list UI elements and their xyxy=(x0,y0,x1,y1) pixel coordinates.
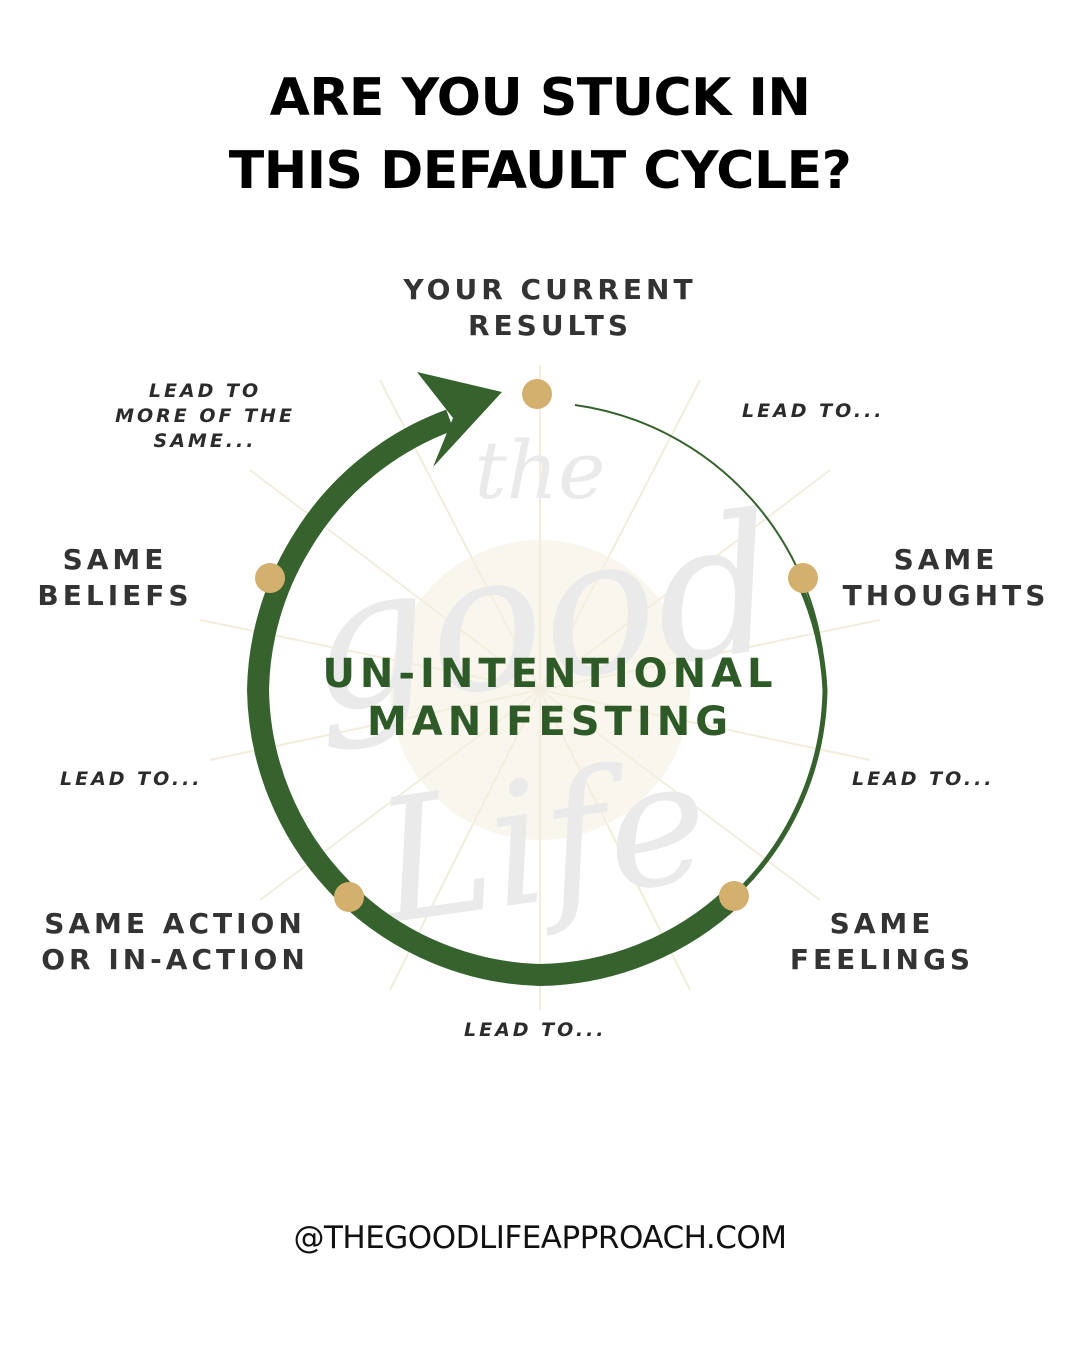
page-title: ARE YOU STUCK IN THIS DEFAULT CYCLE? xyxy=(0,62,1080,208)
watermark-word-life: Life xyxy=(362,721,720,964)
footer-handle: @THEGOODLIFEAPPROACH.COM xyxy=(293,1220,787,1256)
node-label-feelings-line-1: SAME xyxy=(829,907,935,940)
node-dot-beliefs xyxy=(255,563,285,593)
cycle-arrow-stem xyxy=(290,409,454,551)
connector-label-beliefs-to-results-line-2: MORE OF THE xyxy=(115,405,295,427)
cycle-arrow-head xyxy=(417,372,502,467)
watermark-word-the: the xyxy=(474,424,605,517)
cycle-thick-arc xyxy=(246,534,746,987)
node-label-results: YOUR CURRENT RESULTS xyxy=(390,272,710,344)
cycle-right-arc xyxy=(733,583,828,897)
connector-label-thoughts-to-feelings: LEAD TO... xyxy=(852,768,995,790)
connector-label-feelings-to-action: LEAD TO... xyxy=(464,1019,607,1041)
node-label-beliefs: SAME BELIEFS xyxy=(30,542,200,614)
node-label-feelings-line-2: FEELINGS xyxy=(789,943,975,976)
center-label-line-1: UN-INTENTIONAL xyxy=(322,651,778,697)
connector-label-results-to-thoughts: LEAD TO... xyxy=(742,400,885,422)
node-label-thoughts-line-1: SAME xyxy=(893,543,999,576)
connector-label-action-to-beliefs: LEAD TO... xyxy=(60,768,203,790)
node-label-results-line-2: RESULTS xyxy=(467,309,633,342)
connector-label-beliefs-to-results-line-3: SAME... xyxy=(153,430,257,452)
connector-label-beliefs-to-results: LEAD TO MORE OF THE SAME... xyxy=(100,379,310,454)
center-label-line-2: MANIFESTING xyxy=(366,699,734,745)
node-label-feelings: SAME FEELINGS xyxy=(782,906,982,978)
node-label-action: SAME ACTION OR IN-ACTION xyxy=(30,906,320,978)
node-label-thoughts: SAME THOUGHTS xyxy=(836,542,1056,614)
node-dot-results xyxy=(522,379,552,409)
center-label: UN-INTENTIONAL MANIFESTING xyxy=(250,650,850,746)
title-line-2: THIS DEFAULT CYCLE? xyxy=(228,141,852,201)
title-line-1: ARE YOU STUCK IN xyxy=(269,68,811,128)
node-label-action-line-1: SAME ACTION xyxy=(44,907,306,940)
node-dot-feelings xyxy=(719,881,749,911)
connector-label-beliefs-to-results-line-1: LEAD TO xyxy=(148,380,262,402)
node-label-beliefs-line-1: SAME xyxy=(62,543,168,576)
node-dot-action xyxy=(334,882,364,912)
node-label-thoughts-line-2: THOUGHTS xyxy=(842,579,1050,612)
node-dot-thoughts xyxy=(788,563,818,593)
node-label-action-line-2: OR IN-ACTION xyxy=(41,943,309,976)
node-label-results-line-1: YOUR CURRENT xyxy=(403,273,697,306)
watermark-sun xyxy=(390,540,690,840)
node-label-beliefs-line-2: BELIEFS xyxy=(37,579,193,612)
